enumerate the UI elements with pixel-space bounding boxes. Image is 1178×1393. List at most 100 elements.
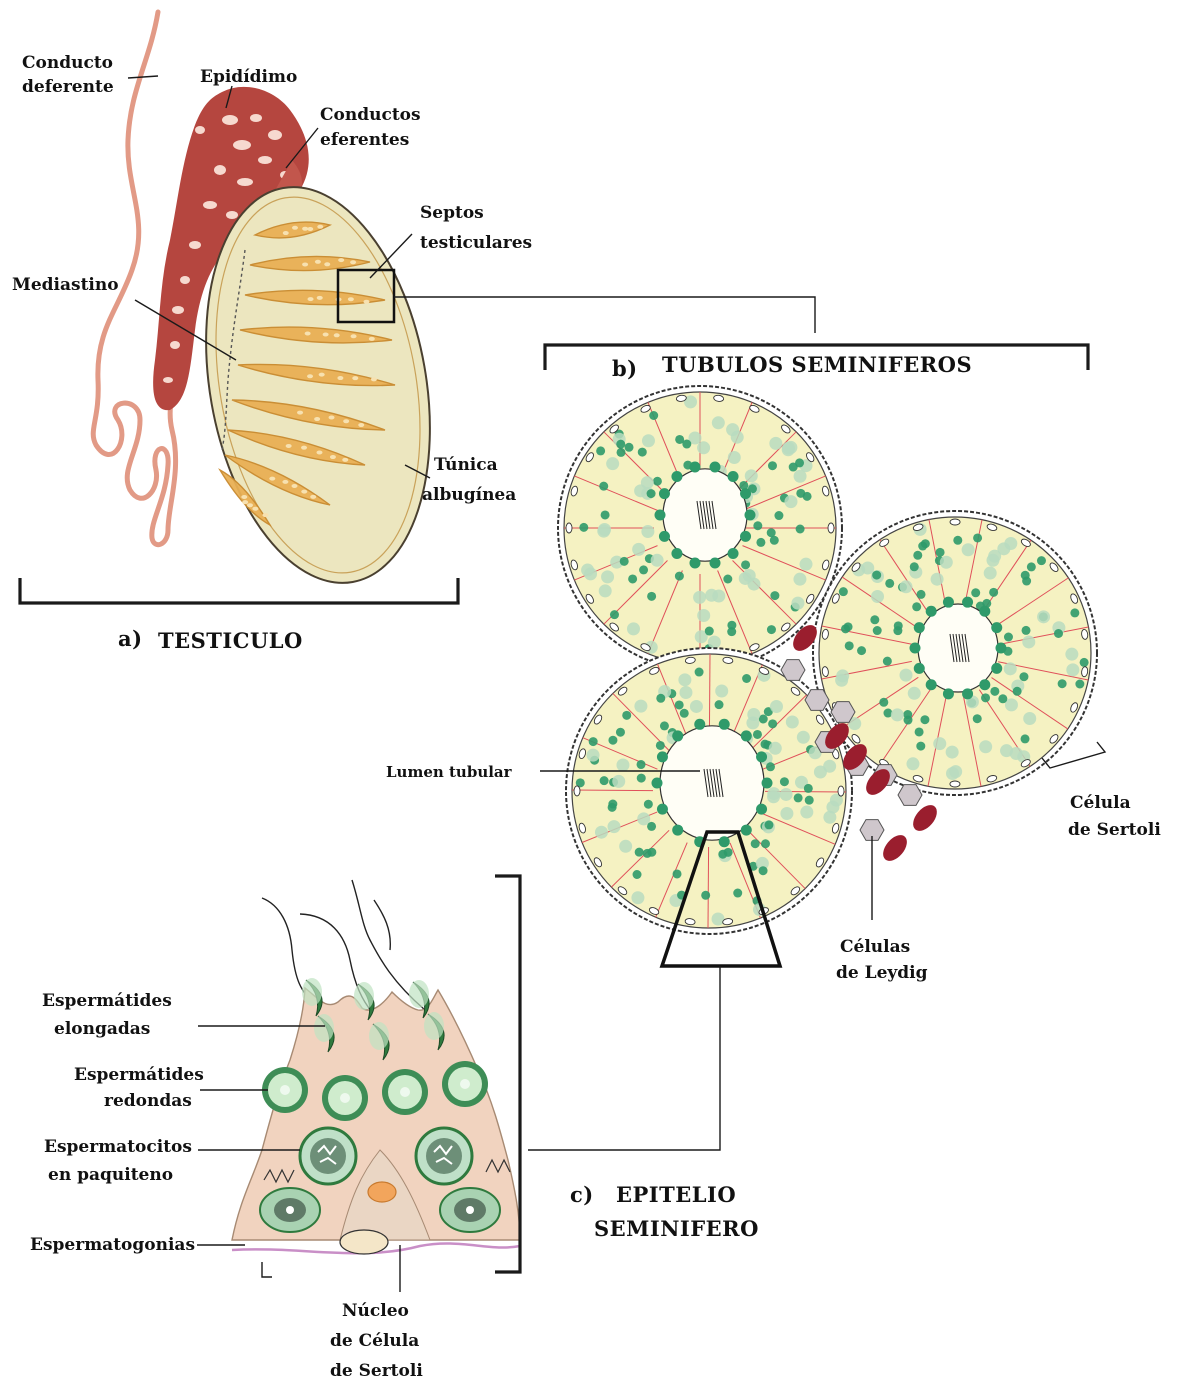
germ-cell bbox=[879, 698, 888, 707]
germ-cell bbox=[962, 543, 975, 556]
germ-cell bbox=[693, 591, 706, 604]
lumen-cell bbox=[689, 462, 700, 473]
germ-cell bbox=[913, 551, 922, 560]
lobule-hole bbox=[350, 260, 356, 264]
germ-cell bbox=[767, 790, 780, 803]
lumen-cell bbox=[914, 622, 925, 633]
germ-cell bbox=[616, 758, 629, 771]
germ-cell bbox=[899, 580, 912, 593]
germ-cell bbox=[921, 539, 930, 548]
spermatid-cap bbox=[409, 980, 429, 1008]
germ-cell bbox=[639, 565, 648, 574]
lobule-hole bbox=[348, 297, 354, 301]
germ-cell bbox=[653, 477, 662, 486]
label-leydig-2: de Leydig bbox=[836, 963, 928, 983]
germ-cell bbox=[769, 742, 782, 755]
germ-cell bbox=[675, 700, 684, 709]
lobule-hole bbox=[241, 495, 247, 499]
germ-cell bbox=[727, 627, 736, 636]
germ-cell bbox=[891, 708, 904, 721]
germ-cell bbox=[800, 558, 813, 571]
germ-cell bbox=[910, 562, 919, 571]
germ-cell bbox=[823, 760, 836, 773]
spermatocyte-nucleus bbox=[310, 1138, 346, 1174]
germ-cell bbox=[647, 592, 656, 601]
lumen-cell bbox=[689, 557, 700, 568]
basal-nucleus bbox=[566, 523, 572, 533]
label-tunica-2: albugínea bbox=[422, 485, 516, 505]
germ-cell bbox=[764, 820, 773, 829]
lobule-hole bbox=[282, 480, 288, 484]
germ-cell bbox=[619, 840, 632, 853]
lumen-cell bbox=[943, 688, 954, 699]
lobule-hole bbox=[302, 227, 308, 231]
lobule-hole bbox=[301, 490, 307, 494]
basal-nucleus bbox=[950, 519, 960, 525]
sertoli-spoke bbox=[709, 654, 710, 735]
germ-cell bbox=[984, 567, 997, 580]
germ-cell bbox=[780, 807, 793, 820]
germ-cell bbox=[795, 458, 804, 467]
lumen-cell bbox=[672, 825, 683, 836]
germ-cell bbox=[953, 536, 962, 545]
germ-cell bbox=[1022, 626, 1031, 635]
germ-cell bbox=[768, 461, 777, 470]
lobule-hole bbox=[319, 373, 325, 377]
round-spermatid-nucleolus bbox=[280, 1085, 290, 1095]
germ-cell bbox=[906, 757, 919, 770]
leydig-cell-dark bbox=[878, 831, 911, 866]
germ-cell bbox=[635, 848, 644, 857]
germ-cell bbox=[998, 694, 1007, 703]
germ-cell bbox=[908, 687, 921, 700]
germ-cell bbox=[697, 609, 710, 622]
germ-cell bbox=[1066, 663, 1079, 676]
seminiferous-tubule bbox=[558, 386, 842, 670]
label-conductos-eferentes-1: Conductos bbox=[320, 105, 421, 125]
label-paquiteno-1: Espermatocitos bbox=[44, 1137, 192, 1157]
germ-cell bbox=[936, 548, 945, 557]
lobule-hole bbox=[305, 332, 311, 336]
germ-cell bbox=[857, 646, 866, 655]
germ-cell bbox=[769, 437, 782, 450]
lobule-hole bbox=[330, 455, 336, 459]
germ-cell bbox=[1004, 662, 1017, 675]
germ-cell bbox=[753, 521, 762, 530]
germ-cell bbox=[841, 624, 850, 633]
germ-cell bbox=[641, 525, 654, 538]
germ-cell bbox=[989, 588, 998, 597]
germ-cell bbox=[599, 584, 612, 597]
germ-cell bbox=[883, 657, 892, 666]
germ-cell bbox=[780, 777, 789, 786]
germ-cell bbox=[1070, 608, 1079, 617]
label-lumen: Lumen tubular bbox=[386, 763, 513, 781]
germ-cell bbox=[656, 741, 665, 750]
lobule-hole bbox=[323, 332, 329, 336]
lumen-cell bbox=[962, 688, 973, 699]
germ-cell bbox=[643, 849, 652, 858]
zoom-connector-b bbox=[528, 966, 720, 1150]
germ-cell bbox=[625, 443, 634, 452]
germ-cell bbox=[871, 590, 884, 603]
lobule-hole bbox=[317, 296, 323, 300]
germ-cell bbox=[912, 602, 921, 611]
lumen-cell bbox=[655, 510, 666, 521]
label-espermatogonias: Espermatogonias bbox=[30, 1235, 195, 1255]
caption-c-2: SEMINIFERO bbox=[594, 1216, 759, 1241]
lobule-hole bbox=[307, 374, 313, 378]
lobule-hole bbox=[314, 417, 320, 421]
germ-cell bbox=[767, 625, 776, 634]
germ-cell bbox=[756, 538, 765, 547]
round-spermatid-nucleolus bbox=[400, 1087, 410, 1097]
tubule-group bbox=[558, 386, 1097, 934]
germ-cell bbox=[1065, 648, 1078, 661]
germ-cell bbox=[631, 891, 644, 904]
germ-cell bbox=[786, 715, 799, 728]
germ-cell bbox=[728, 451, 741, 464]
germ-cell bbox=[794, 470, 807, 483]
lobule-hole bbox=[343, 419, 349, 423]
germ-cell bbox=[916, 742, 925, 751]
germ-cell bbox=[628, 574, 637, 583]
germ-cell bbox=[678, 673, 691, 686]
germ-cell bbox=[634, 700, 647, 713]
germ-cell bbox=[1022, 635, 1035, 648]
